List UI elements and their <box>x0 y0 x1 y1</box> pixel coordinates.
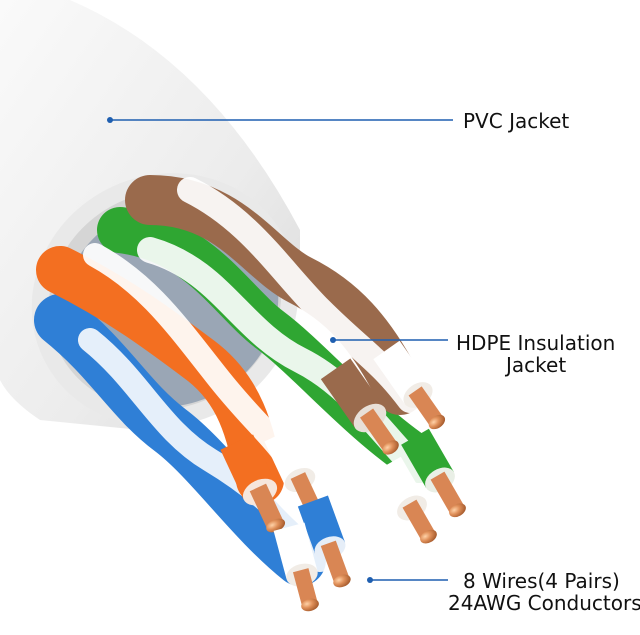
label-hdpe-line1: HDPE Insulation <box>456 331 615 355</box>
callout-hdpe-insulation: HDPE Insulation Jacket <box>330 331 615 377</box>
label-conductors-line2: 24AWG Conductors <box>448 591 640 615</box>
label-conductors-line1: 8 Wires(4 Pairs) <box>463 569 620 593</box>
callout-conductors: 8 Wires(4 Pairs) 24AWG Conductors <box>367 569 640 615</box>
label-pvc-jacket: PVC Jacket <box>463 109 569 133</box>
copper-conductors <box>220 340 466 612</box>
label-hdpe-line2: Jacket <box>504 353 566 377</box>
callout-pvc-jacket: PVC Jacket <box>107 109 569 133</box>
